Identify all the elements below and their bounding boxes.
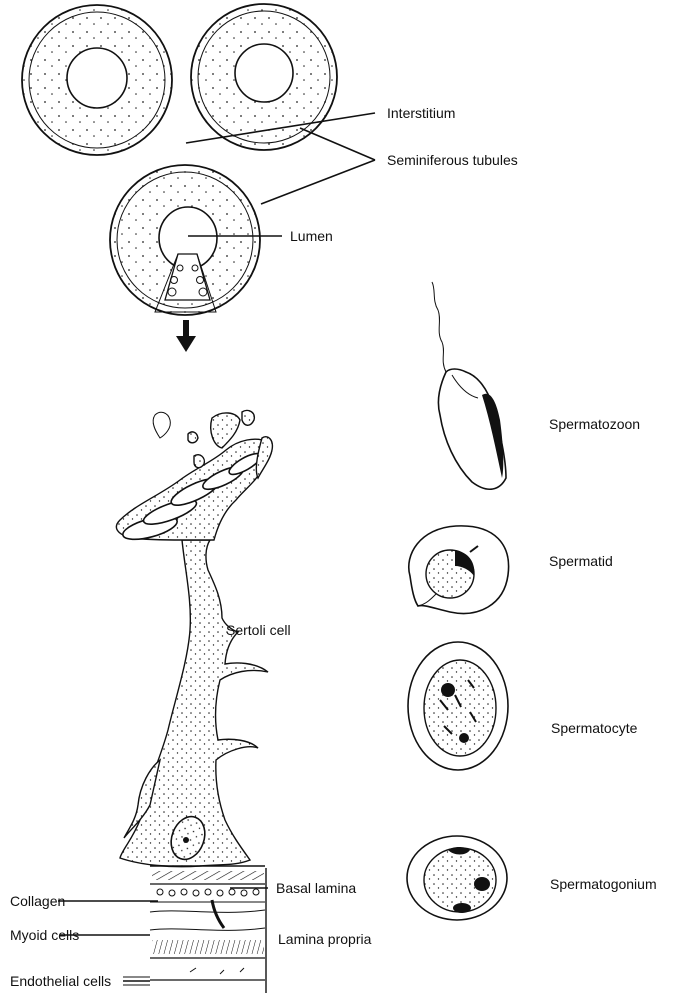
label-seminiferous-tubules: Seminiferous tubules	[387, 152, 518, 168]
label-collagen: Collagen	[10, 893, 65, 909]
label-basal-lamina: Basal lamina	[276, 880, 356, 896]
tubule-top-left	[22, 5, 172, 155]
label-sertoli-cell: Sertoli cell	[226, 622, 291, 638]
label-spermatocyte: Spermatocyte	[551, 720, 638, 736]
label-lumen: Lumen	[290, 228, 333, 244]
label-lamina-propria: Lamina propria	[278, 931, 372, 947]
spermatogonium	[407, 836, 507, 920]
arrow-down-icon	[176, 320, 196, 352]
spermatid	[409, 526, 509, 614]
label-interstitium: Interstitium	[387, 105, 455, 121]
sertoli-cell	[116, 410, 272, 866]
tubule-top-right	[191, 4, 337, 150]
tubule-bottom	[110, 165, 260, 315]
label-spermatogonium: Spermatogonium	[550, 876, 657, 892]
label-endothelial-cells: Endothelial cells	[10, 973, 111, 989]
spermatocyte	[408, 642, 508, 770]
spermatozoon	[432, 282, 506, 489]
basement-layers	[150, 866, 266, 993]
label-spermatozoon: Spermatozoon	[549, 416, 640, 432]
label-myoid-cells: Myoid cells	[10, 927, 79, 943]
label-spermatid: Spermatid	[549, 553, 613, 569]
